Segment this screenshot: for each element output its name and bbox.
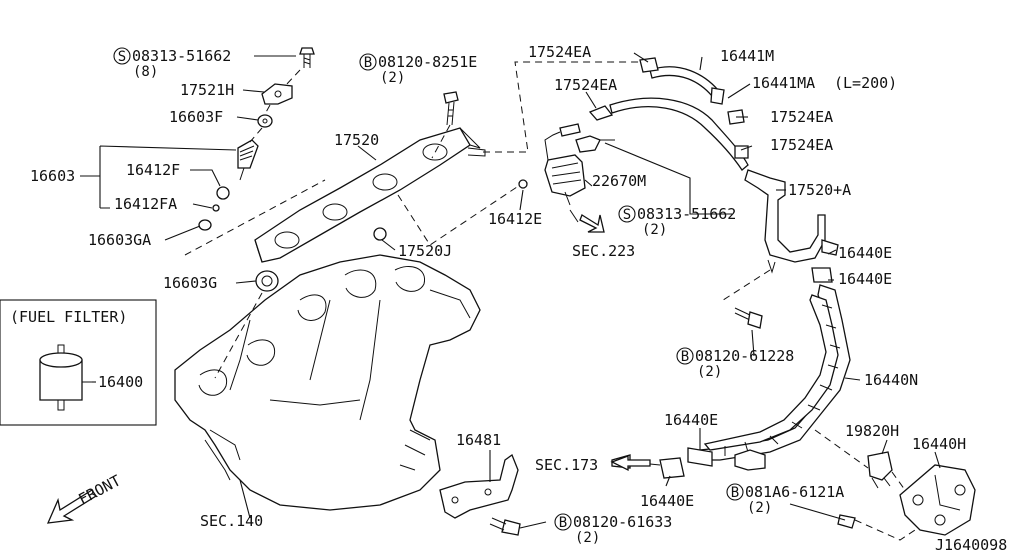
label-16481: 16481 (456, 431, 501, 449)
label-16603F: 16603F (169, 108, 223, 126)
label-16440N: 16440N (864, 371, 918, 389)
label-17524EA-4: 17524EA (770, 136, 833, 154)
label-22670M: 22670M (592, 172, 646, 190)
leader-lines (80, 52, 941, 529)
bolt-symbol-61228: B (676, 347, 694, 365)
label-16603G: 16603G (163, 274, 217, 292)
label-17520: 17520 (334, 131, 379, 149)
diagram-id: J1640098 (935, 536, 1007, 554)
hose-16441M-drawing (588, 57, 749, 171)
svg-text:S: S (118, 49, 126, 65)
label-17524EA-2: 17524EA (554, 76, 617, 94)
label-08313-51662-top-qty: (8) (133, 64, 158, 80)
tube-17520A-drawing (719, 169, 839, 303)
label-17520A: 17520+A (788, 181, 851, 199)
svg-text:B: B (364, 55, 372, 71)
label-17521H: 17521H (180, 81, 234, 99)
hose-16440N-drawing (611, 284, 851, 479)
label-08120-8251E-qty: (2) (380, 70, 405, 86)
label-front: FRONT (75, 471, 123, 508)
label-08120-61633-qty: (2) (575, 530, 600, 546)
fuel-filter-box (0, 299, 157, 426)
label-08120-8251E: 08120-8251E (378, 53, 477, 71)
label-16441MA-length: (L=200) (834, 74, 897, 92)
bolt-symbol-8251E: B (359, 53, 377, 71)
label-16603: 16603 (30, 167, 75, 185)
label-16412FA: 16412FA (114, 195, 177, 213)
label-sec140: SEC.140 (200, 512, 263, 530)
section-arrow-icon (610, 455, 651, 472)
label-17524EA-3: 17524EA (770, 108, 833, 126)
label-sec173: SEC.173 (535, 456, 598, 474)
label-fuel-filter-title: (FUEL FILTER) (10, 308, 127, 326)
bracket-16481-drawing (439, 453, 521, 536)
bolt-symbol-6121A: B (726, 483, 744, 501)
screw-symbol-mid: S (618, 205, 636, 223)
svg-text:B: B (559, 515, 567, 531)
bolt-61228-drawing (734, 307, 763, 329)
label-16400: 16400 (98, 373, 143, 391)
label-16441M: 16441M (720, 47, 774, 65)
front-arrow-icon (46, 489, 97, 524)
label-16440E-3: 16440E (664, 411, 718, 429)
label-08313-51662-mid: 08313-51662 (637, 205, 736, 223)
svg-text:B: B (681, 349, 689, 365)
svg-text:B: B (731, 485, 739, 501)
fuel-rail-drawing (184, 127, 521, 263)
label-sec223: SEC.223 (572, 242, 635, 260)
pressure-regulator-drawing (483, 61, 640, 233)
label-08313-51662-top: 08313-51662 (132, 47, 231, 65)
label-17520J: 17520J (398, 242, 452, 260)
screw-symbol-top: S (113, 47, 131, 65)
svg-text:S: S (623, 207, 631, 223)
bolt-symbol-61633: B (554, 513, 572, 531)
label-19820H: 19820H (845, 422, 899, 440)
label-16440H: 16440H (912, 435, 966, 453)
label-081A6-6121A: 081A6-6121A (745, 483, 844, 501)
label-16440E-2: 16440E (838, 270, 892, 288)
label-08120-61228-qty: (2) (697, 364, 722, 380)
label-16603GA: 16603GA (88, 231, 151, 249)
label-16441MA: 16441MA (752, 74, 815, 92)
label-08120-61228: 08120-61228 (695, 347, 794, 365)
bolt-8251E-drawing (431, 91, 459, 159)
intake-manifold-drawing (174, 254, 481, 511)
seal-16603G-drawing (214, 227, 387, 379)
injector-stack-drawing (198, 47, 315, 231)
label-17524EA-1: 17524EA (528, 43, 591, 61)
label-08120-61633: 08120-61633 (573, 513, 672, 531)
label-16440E-1: 16440E (838, 244, 892, 262)
label-16440E-4: 16440E (640, 492, 694, 510)
bracket-16440H-drawing (814, 429, 976, 541)
label-08313-51662-mid-qty: (2) (642, 222, 667, 238)
label-081A6-6121A-qty: (2) (747, 500, 772, 516)
label-16412E: 16412E (488, 210, 542, 228)
label-16412F: 16412F (126, 161, 180, 179)
